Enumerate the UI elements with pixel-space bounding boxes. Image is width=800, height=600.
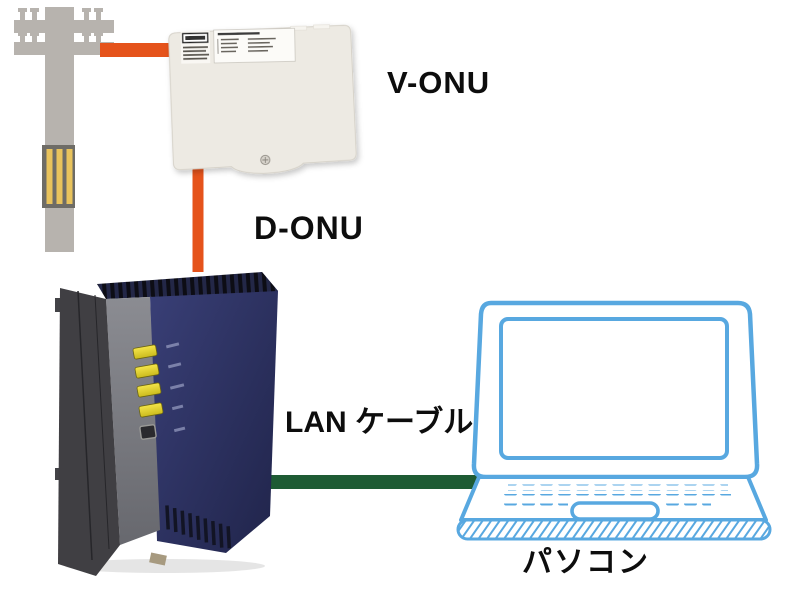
led-indicator bbox=[138, 402, 164, 418]
modem-bottom-vents bbox=[165, 505, 232, 549]
v-onu-label: V-ONU bbox=[387, 65, 491, 100]
laptop-screen bbox=[499, 317, 729, 460]
lan-cable bbox=[255, 475, 483, 489]
modem-shadow bbox=[65, 559, 265, 573]
modem-side-tab bbox=[55, 298, 62, 312]
modem-foot bbox=[149, 552, 167, 566]
drop-cable-vonu-to-donu bbox=[192, 150, 204, 272]
laptop-icon bbox=[456, 300, 772, 541]
pole-insulators-bottom bbox=[18, 33, 103, 42]
laptop-keyboard bbox=[499, 484, 731, 510]
pole-guard-stripes bbox=[42, 145, 75, 208]
v-onu-sticker-brand bbox=[180, 31, 211, 64]
d-onu-leds bbox=[132, 344, 164, 440]
laptop-front-edge bbox=[456, 518, 772, 541]
modem-top-vents bbox=[97, 272, 278, 299]
d-onu-label: D-ONU bbox=[254, 210, 364, 246]
modem-spine-crease bbox=[77, 290, 93, 561]
modem-side-tab bbox=[55, 468, 62, 480]
led-indicator bbox=[136, 382, 162, 398]
v-onu-top-tab bbox=[313, 24, 330, 30]
lan-cable-label: LAN ケーブル bbox=[285, 406, 474, 439]
led-indicator bbox=[134, 363, 160, 379]
pole-crossarm-top bbox=[14, 20, 114, 33]
v-onu-sticker-spec bbox=[213, 27, 296, 64]
led-label-marks bbox=[165, 342, 186, 433]
drop-cable-pole-to-vonu bbox=[100, 43, 182, 57]
modem-button bbox=[139, 424, 157, 440]
pole-insulators-top bbox=[18, 8, 103, 20]
modem-spine bbox=[58, 288, 120, 576]
pc-label: パソコン bbox=[522, 546, 650, 579]
pole-crossarm-bottom bbox=[14, 42, 114, 55]
d-onu-device bbox=[55, 272, 278, 576]
v-onu-box bbox=[168, 24, 357, 174]
modem-spine-crease bbox=[94, 294, 110, 550]
v-onu-screw-icon bbox=[260, 154, 271, 166]
laptop-trackpad bbox=[570, 501, 660, 521]
led-indicator bbox=[132, 344, 158, 360]
modem-front-facet bbox=[106, 297, 160, 545]
utility-pole-icon bbox=[14, 7, 114, 252]
modem-body bbox=[150, 272, 278, 553]
